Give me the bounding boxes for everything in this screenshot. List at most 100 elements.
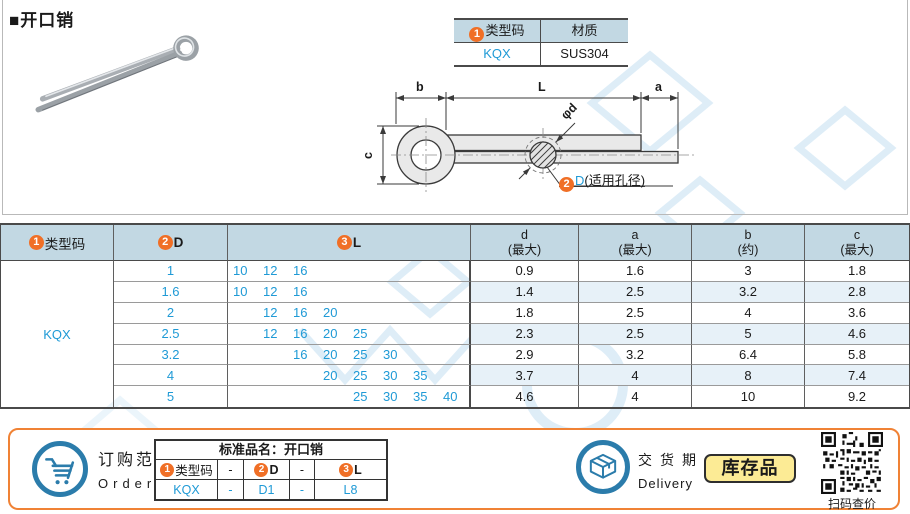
delivery-title-cn: 交货期 bbox=[638, 452, 704, 468]
spec-row-diameter: 4 bbox=[114, 365, 228, 387]
spec-row-lengths: 10 12 16 bbox=[228, 281, 471, 303]
dim-label-c: c bbox=[361, 152, 375, 159]
length-value: 35 bbox=[413, 389, 428, 405]
length-value: 20 bbox=[323, 367, 338, 383]
length-value: 25 bbox=[353, 347, 368, 362]
length-value: 12 bbox=[263, 284, 278, 300]
order-section-title: 订购范例 Order bbox=[98, 446, 174, 491]
length-value: 25 bbox=[353, 367, 368, 383]
spec-dim-a: 4 bbox=[579, 386, 692, 408]
dim-label-L: L bbox=[538, 80, 546, 94]
qr-code-icon bbox=[821, 432, 883, 494]
spec-dim-d: 2.3 bbox=[471, 323, 579, 345]
circled-number-2-icon: 2 bbox=[559, 177, 574, 192]
order-table-title: 标准品名：开口销 bbox=[156, 441, 386, 460]
length-value: 30 bbox=[383, 347, 398, 362]
spec-dim-b: 6.4 bbox=[692, 344, 805, 366]
qr-caption: 扫码查价 bbox=[827, 497, 876, 511]
spec-dim-a: 2.5 bbox=[579, 302, 692, 324]
circled-number-3-icon: 3 bbox=[336, 235, 352, 250]
spec-dim-d: 3.7 bbox=[471, 365, 579, 387]
length-value: 20 bbox=[323, 347, 338, 362]
dim-qualifier: (最大) bbox=[840, 242, 874, 257]
dim-letter: d bbox=[521, 227, 528, 242]
spec-row-diameter: 1 bbox=[114, 261, 228, 282]
dim-qualifier: (最大) bbox=[618, 242, 652, 257]
technical-diagram: b L a c φd bbox=[361, 80, 695, 192]
length-value: 10 bbox=[233, 284, 248, 300]
spec-dim-c: 3.6 bbox=[805, 303, 909, 324]
spec-dim-c: 9.2 bbox=[847, 389, 867, 405]
spec-dim-b: 3 bbox=[692, 261, 805, 282]
material-table-header-material: 材质 bbox=[571, 23, 598, 38]
spec-dim-c: 4.6 bbox=[805, 323, 909, 345]
order-example-sep: - bbox=[218, 480, 244, 499]
spec-dim-d: 0.9 bbox=[471, 261, 579, 282]
length-value: 30 bbox=[383, 367, 398, 383]
package-icon bbox=[576, 440, 630, 494]
order-example-type: KQX bbox=[156, 480, 218, 499]
order-separator: - bbox=[290, 460, 315, 480]
hole-code: D bbox=[575, 173, 585, 188]
spec-header-type-code-label: 类型码 bbox=[44, 236, 86, 252]
qr-code-block: 扫码查价 bbox=[820, 432, 884, 512]
circled-number-1-icon: 1 bbox=[469, 27, 485, 42]
spec-header-dim-a: a (最大) bbox=[579, 225, 692, 261]
length-value: 12 bbox=[263, 326, 278, 342]
length-value: 40 bbox=[443, 389, 458, 405]
length-value: 16 bbox=[293, 263, 308, 279]
length-value: 12 bbox=[263, 263, 278, 279]
circled-number-2-icon: 2 bbox=[157, 235, 173, 250]
spec-header-dim-b: b (约) bbox=[692, 225, 805, 261]
page-title: ■开口销 bbox=[9, 11, 75, 30]
spec-row-lengths: 10 12 16 bbox=[228, 261, 471, 282]
length-value: 12 bbox=[263, 305, 278, 321]
length-value: 10 bbox=[233, 263, 248, 279]
spec-dim-b: 4 bbox=[692, 302, 805, 324]
spec-type-code-cell: KQX bbox=[1, 261, 114, 408]
spec-dim-b: 5 bbox=[692, 323, 805, 345]
order-header-d-label: D bbox=[269, 462, 279, 477]
length-value: 16 bbox=[293, 284, 308, 300]
length-value: 16 bbox=[293, 347, 308, 362]
dim-label-a: a bbox=[655, 80, 663, 94]
length-value: 20 bbox=[323, 305, 338, 321]
product-photo-cotter-pin bbox=[35, 35, 199, 113]
order-example-d: D1 bbox=[244, 480, 290, 499]
stock-status-badge: 库存品 bbox=[704, 454, 796, 483]
order-example-l: L8 bbox=[343, 482, 358, 497]
spec-dim-a: 3.2 bbox=[579, 344, 692, 366]
length-value: 16 bbox=[293, 326, 308, 342]
length-value: 25 bbox=[353, 326, 368, 342]
delivery-section-title: 交货期 Delivery bbox=[638, 450, 704, 491]
spec-dim-c: 5.8 bbox=[805, 345, 909, 366]
spec-row-diameter: 5 bbox=[114, 386, 228, 408]
spec-dim-a: 2.5 bbox=[579, 281, 692, 303]
spec-dim-d: 1.4 bbox=[471, 281, 579, 303]
spec-dim-c: 2.8 bbox=[805, 281, 909, 303]
delivery-title-en: Delivery bbox=[638, 476, 693, 491]
order-example-sep: - bbox=[290, 480, 315, 499]
type-code-header-label: 类型码 bbox=[485, 23, 525, 38]
spec-row-lengths: 16 20 25 30 bbox=[228, 344, 471, 366]
spec-dim-d: 2.9 bbox=[471, 344, 579, 366]
cart-icon bbox=[32, 441, 88, 497]
dim-letter: c bbox=[853, 227, 861, 242]
spec-header-l-label: L bbox=[352, 235, 362, 250]
length-value: 20 bbox=[323, 326, 338, 342]
spec-header-dim-c: c (最大) bbox=[805, 225, 909, 261]
spec-row-lengths: 12 16 20 25 bbox=[228, 323, 471, 345]
spec-row-diameter: 2.5 bbox=[114, 323, 228, 345]
